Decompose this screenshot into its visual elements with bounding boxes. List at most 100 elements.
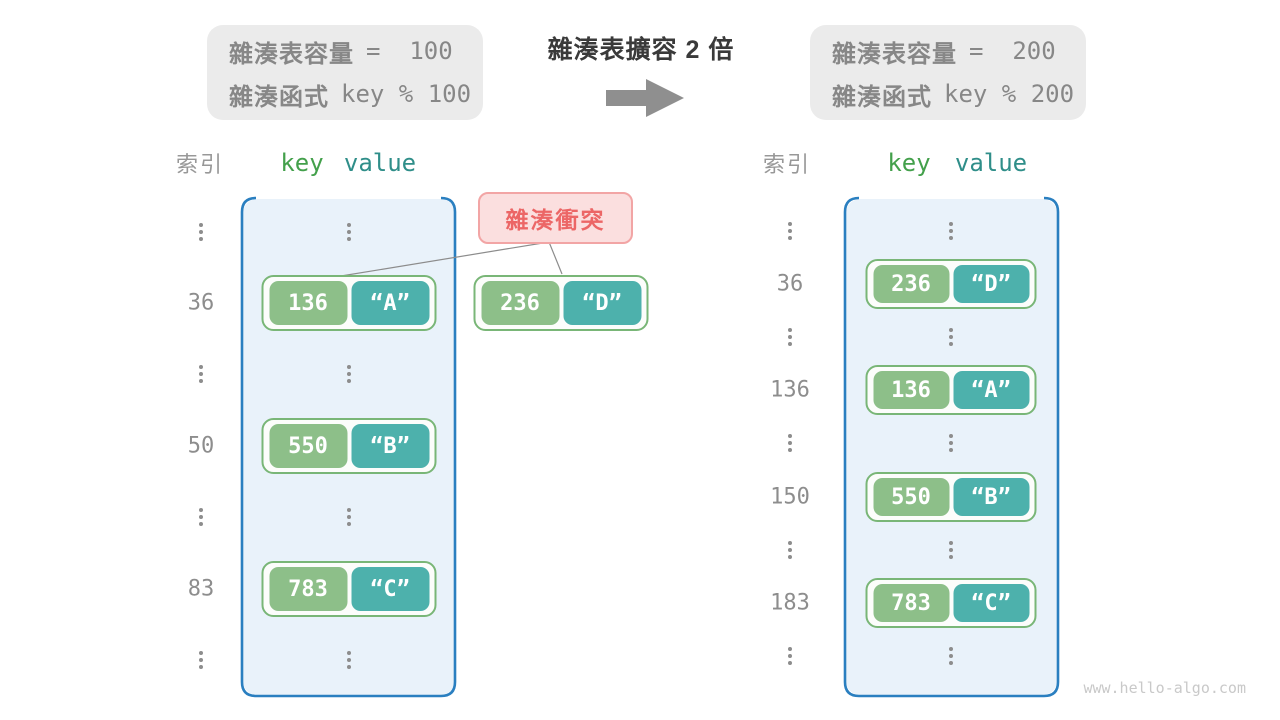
hash-function-label: 雜湊函式: [229, 83, 329, 111]
index-label: 50: [187, 433, 215, 459]
dot: [788, 541, 792, 545]
dot: [347, 515, 351, 519]
dot: [347, 237, 351, 241]
dot: [199, 237, 203, 241]
dot: [199, 365, 203, 369]
index-dots-icon: [199, 223, 203, 241]
bucket-dots-icon: [347, 508, 351, 526]
capacity-box-before: 雜湊表容量 = 100 雜湊函式 key % 100: [207, 25, 483, 120]
dot: [199, 515, 203, 519]
dot: [949, 555, 953, 559]
key-cell: 550: [873, 478, 949, 516]
dot: [788, 434, 792, 438]
key-value-pair: 136“A”: [865, 365, 1037, 415]
dot: [949, 222, 953, 226]
key-value-pair: 783“C”: [261, 561, 437, 617]
key-value-pair: 783“C”: [865, 578, 1037, 628]
dot: [949, 229, 953, 233]
expand-title: 雜湊表擴容 2 倍: [547, 36, 735, 64]
dot: [347, 651, 351, 655]
header-key-right: key: [887, 149, 931, 177]
dot: [788, 342, 792, 346]
value-cell: “B”: [351, 424, 429, 468]
dot: [347, 522, 351, 526]
index-label: 183: [770, 590, 810, 616]
dot: [347, 508, 351, 512]
key-cell: 236: [481, 281, 559, 325]
index-label: 83: [187, 576, 215, 602]
header-index-right: 索引: [762, 152, 812, 177]
dot: [788, 448, 792, 452]
header-index-left: 索引: [175, 152, 225, 177]
capacity-value: = 200: [969, 37, 1056, 65]
dot: [199, 223, 203, 227]
bucket-dots-icon: [347, 651, 351, 669]
dot: [347, 379, 351, 383]
dot: [949, 541, 953, 545]
dot: [347, 658, 351, 662]
dot: [347, 223, 351, 227]
dot: [788, 654, 792, 658]
bucket-dots-icon: [949, 647, 953, 665]
hash-function-label: 雜湊函式: [832, 83, 932, 111]
collision-label: 雜湊衝突: [505, 207, 606, 233]
dot: [347, 230, 351, 234]
hash-function-value: key % 100: [341, 80, 472, 108]
dot: [788, 647, 792, 651]
key-cell: 550: [269, 424, 347, 468]
value-cell: “C”: [953, 584, 1029, 622]
value-cell: “C”: [351, 567, 429, 611]
dot: [949, 654, 953, 658]
key-value-pair: 236“D”: [473, 275, 649, 331]
index-dots-icon: [199, 651, 203, 669]
value-cell: “D”: [563, 281, 641, 325]
value-cell: “D”: [953, 265, 1029, 303]
header-value-right: value: [954, 149, 1028, 177]
key-cell: 136: [873, 371, 949, 409]
index-dots-icon: [788, 541, 792, 559]
dot: [788, 441, 792, 445]
dot: [949, 661, 953, 665]
value-cell: “B”: [953, 478, 1029, 516]
key-value-pair: 550“B”: [261, 418, 437, 474]
bucket-dots-icon: [949, 222, 953, 240]
dot: [949, 441, 953, 445]
dot: [199, 372, 203, 376]
hash-function-line: 雜湊函式 key % 200: [832, 77, 1086, 112]
value-cell: “A”: [351, 281, 429, 325]
index-dots-icon: [199, 508, 203, 526]
dot: [949, 548, 953, 552]
dot: [347, 665, 351, 669]
hash-function-value: key % 200: [944, 80, 1075, 108]
dot: [949, 342, 953, 346]
bucket-dots-icon: [949, 541, 953, 559]
key-value-pair: 236“D”: [865, 259, 1037, 309]
dot: [788, 555, 792, 559]
capacity-box-after: 雜湊表容量 = 200 雜湊函式 key % 200: [810, 25, 1086, 120]
key-cell: 236: [873, 265, 949, 303]
dot: [788, 661, 792, 665]
dot: [788, 328, 792, 332]
dot: [788, 548, 792, 552]
dot: [949, 335, 953, 339]
dot: [949, 434, 953, 438]
dot: [347, 372, 351, 376]
dot: [199, 230, 203, 234]
dot: [788, 229, 792, 233]
index-dots-icon: [788, 647, 792, 665]
dot: [199, 651, 203, 655]
key-value-pair: 136“A”: [261, 275, 437, 331]
dot: [788, 222, 792, 226]
dot: [949, 236, 953, 240]
watermark: www.hello-algo.com: [1083, 679, 1246, 697]
key-cell: 136: [269, 281, 347, 325]
capacity-label: 雜湊表容量: [832, 40, 957, 68]
capacity-line: 雜湊表容量 = 200: [832, 34, 1086, 69]
header-key-left: key: [280, 149, 324, 177]
index-dots-icon: [788, 434, 792, 452]
dot: [788, 236, 792, 240]
index-dots-icon: [788, 328, 792, 346]
index-label: 36: [187, 290, 215, 316]
